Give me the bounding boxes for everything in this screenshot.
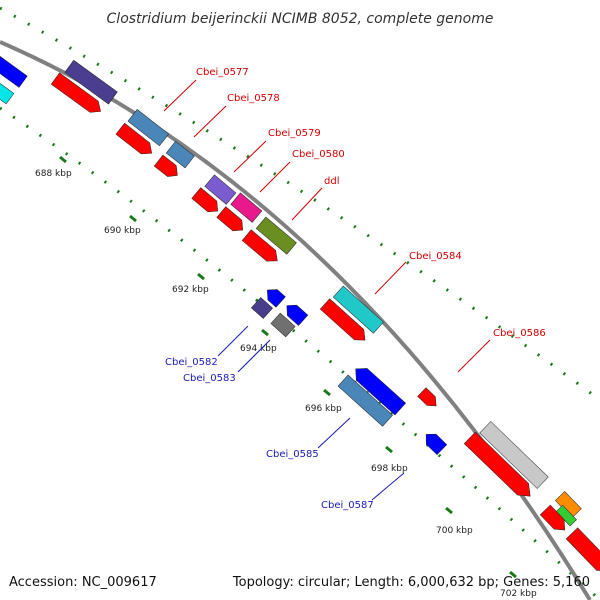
gene-label-cbei-0584: Cbei_0584 <box>409 251 462 262</box>
leader-ddl <box>291 187 323 221</box>
gene-label-cbei-0583: Cbei_0583 <box>183 373 236 384</box>
leader-cbei-0580 <box>259 161 291 193</box>
leader-cbei-0583 <box>237 339 271 373</box>
tick-rows <box>0 6 600 600</box>
gene-label-cbei-0587: Cbei_0587 <box>321 500 374 511</box>
leader-cbei-0587 <box>371 472 405 501</box>
major-tick-702 <box>509 570 517 579</box>
feature-cbei-0585-cds <box>355 368 407 416</box>
tick-label: 692 kbp <box>172 285 209 295</box>
leader-cbei-0577 <box>163 79 197 112</box>
feature-cbei-0577-domain <box>64 59 118 105</box>
major-tick-696 <box>323 388 331 397</box>
gene-label-cbei-0579: Cbei_0579 <box>268 128 321 139</box>
feature-cbei-0584-cds <box>319 298 366 341</box>
reverse-leader-lines <box>217 325 405 501</box>
tick-labels: 688 kbp 690 kbp 692 kbp 694 kbp 696 kbp … <box>35 169 537 599</box>
inner-tick-row <box>0 106 600 600</box>
gene-label-cbei-0577: Cbei_0577 <box>196 67 249 78</box>
feature-cbei-0582-domain <box>251 297 273 319</box>
gene-label-cbei-0582: Cbei_0582 <box>165 357 218 368</box>
genome-summary-text: Topology: circular; Length: 6,000,632 bp… <box>232 575 590 590</box>
gene-label-cbei-0586: Cbei_0586 <box>493 328 546 339</box>
feature-cbei-0577-cds <box>50 72 101 113</box>
feature-ddl-domain <box>255 216 297 255</box>
feature-cbei-0587-cds <box>425 433 448 456</box>
tick-label: 698 kbp <box>371 464 408 474</box>
feature-cbei-0582-cds <box>267 289 286 308</box>
feature-cbei-0580-domain <box>230 192 263 223</box>
feature-cds-reverse <box>0 53 28 88</box>
feature-cbei-0578-domain-b <box>165 140 195 169</box>
feature-cbei-0578-cds-a <box>115 122 153 155</box>
leader-cbei-0586 <box>457 339 491 373</box>
feature-large-domain <box>479 421 549 489</box>
leader-cbei-0582 <box>217 325 249 357</box>
feature-cbei-0579-domain <box>204 174 237 205</box>
major-tick-692 <box>197 272 205 281</box>
tick-label: 690 kbp <box>104 226 141 236</box>
tick-label: 700 kbp <box>436 526 473 536</box>
tick-label: 702 kbp <box>500 589 537 599</box>
feature-ddl-cds <box>241 229 278 262</box>
leader-cbei-0585 <box>317 417 351 449</box>
accession-text: Accession: NC_009617 <box>9 575 157 590</box>
gene-label-cbei-0578: Cbei_0578 <box>227 93 280 104</box>
major-tick-694 <box>261 328 269 337</box>
feature-cbei-0585-domain <box>337 374 394 427</box>
feature-cbei-0580-cds <box>216 206 243 232</box>
feature-large-cds <box>463 431 531 497</box>
feature-cbei-0578-domain-a <box>127 109 170 147</box>
gene-label-ddl: ddl <box>324 176 339 187</box>
feature-cbei-0583-domain <box>270 312 296 338</box>
tick-label: 688 kbp <box>35 169 72 179</box>
leader-cbei-0578 <box>193 105 227 138</box>
tick-label: 696 kbp <box>305 404 342 414</box>
major-tick-690 <box>129 214 137 223</box>
feature-cds-corner-b <box>565 527 600 571</box>
feature-cds-corner-a <box>539 504 565 531</box>
feature-cbei-0584-domain <box>332 285 384 334</box>
major-tick-698 <box>385 445 393 454</box>
forward-leader-lines <box>163 79 491 373</box>
leader-cbei-0584 <box>374 261 407 295</box>
gene-label-cbei-0585: Cbei_0585 <box>266 449 319 460</box>
feature-cbei-0586-cds-small <box>417 387 437 407</box>
feature-cbei-0583-cds <box>286 304 309 326</box>
feature-cyan <box>0 76 15 105</box>
major-ticks <box>59 155 517 579</box>
major-tick-688 <box>59 155 67 164</box>
major-tick-700 <box>445 506 453 515</box>
map-title: Clostridium beijerinckii NCIMB 8052, com… <box>107 11 494 27</box>
features <box>0 53 600 571</box>
gene-labels: Cbei_0577 Cbei_0578 Cbei_0579 Cbei_0580 … <box>165 67 546 511</box>
feature-cbei-0578-cds-b <box>153 154 178 177</box>
outer-tick-row <box>0 6 600 402</box>
feature-cbei-0579-cds <box>191 187 218 213</box>
leader-cbei-0579 <box>233 140 267 173</box>
tick-label: 694 kbp <box>240 344 277 354</box>
gene-label-cbei-0580: Cbei_0580 <box>292 149 345 160</box>
